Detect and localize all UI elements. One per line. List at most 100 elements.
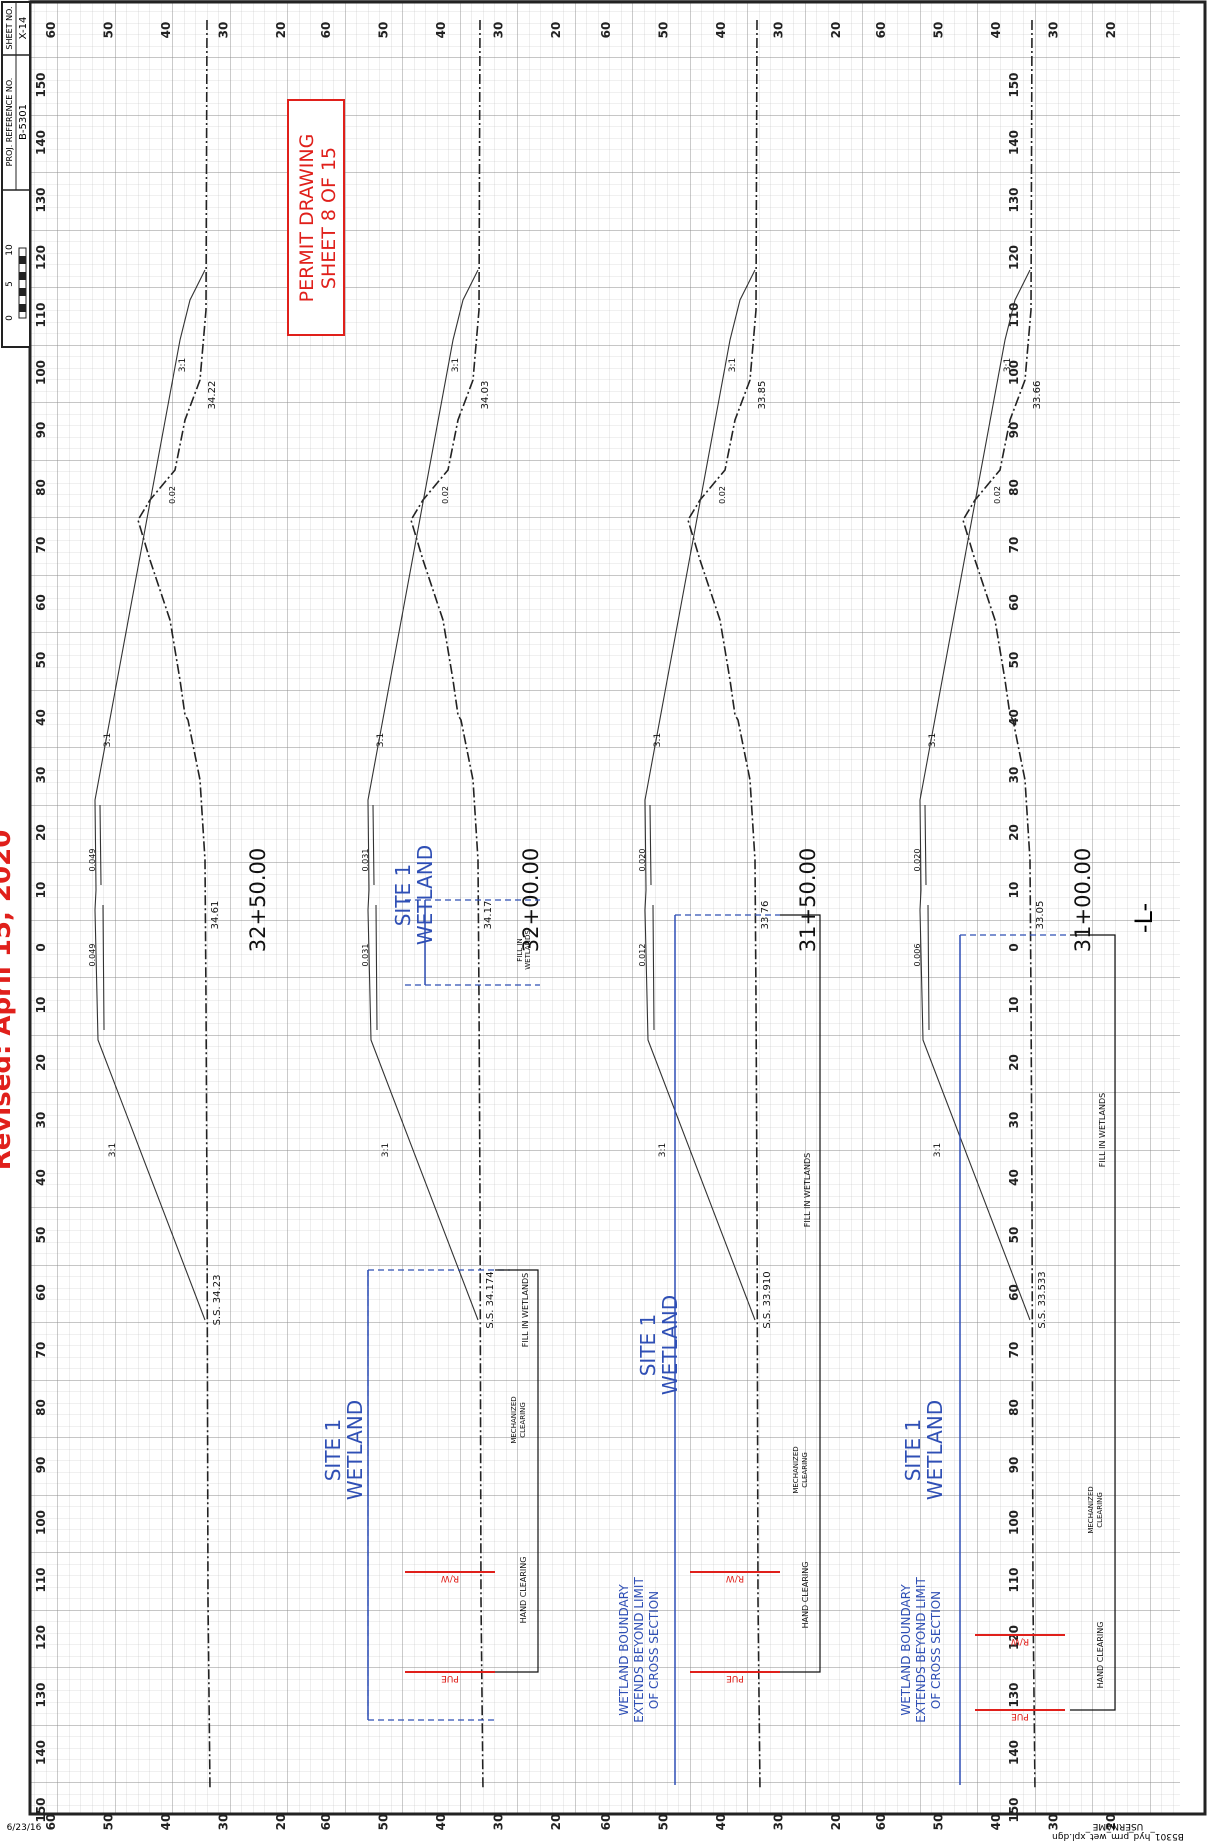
mechanized-label: MECHANIZED xyxy=(510,1396,518,1443)
station-label: 32+50.00 xyxy=(246,848,270,952)
offset-tick-top: 140 xyxy=(34,1740,48,1765)
fill-in-label: FILL IN xyxy=(516,938,524,961)
proj-ref: B-5301 xyxy=(18,104,29,140)
cross-slope-left: 0.012 xyxy=(638,944,647,967)
elev-tick-bottom: 30 xyxy=(217,1814,231,1831)
elev-tick-bottom: 30 xyxy=(1047,1814,1061,1831)
clearing-label: CLEARING xyxy=(801,1452,809,1488)
elev-tick-top: 40 xyxy=(989,22,1003,39)
offset-tick-bottom: 90 xyxy=(1007,422,1021,439)
offset-tick-top: 30 xyxy=(34,1112,48,1129)
slope-label: 3:1 xyxy=(178,358,188,372)
offset-tick-bottom: 110 xyxy=(1007,1567,1021,1592)
offset-tick-bottom: 120 xyxy=(1007,245,1021,270)
existing-ground-line xyxy=(137,19,211,1791)
cross-slope-right: 0.020 xyxy=(638,849,647,872)
offset-tick-bottom: 20 xyxy=(1007,1054,1021,1071)
scale-label-5: 5 xyxy=(5,281,15,287)
rw-label: R/W xyxy=(441,1573,459,1583)
offset-tick-top: 90 xyxy=(34,422,48,439)
offset-tick-bottom: 110 xyxy=(1007,302,1021,327)
offset-tick-top: 130 xyxy=(34,187,48,212)
side-slope-elevation: S.S. 34.174 xyxy=(485,1271,496,1328)
offset-tick-top: 60 xyxy=(34,1284,48,1301)
offset-tick-top: 140 xyxy=(34,130,48,155)
cross-slope-right: 0.031 xyxy=(361,849,370,872)
slope-label: 3:1 xyxy=(928,733,938,747)
elev-tick-top: 40 xyxy=(714,22,728,39)
slope-label: 3:1 xyxy=(728,358,738,372)
offset-tick-top: 40 xyxy=(34,1169,48,1186)
cross-slope-outer: 0.02 xyxy=(168,486,177,504)
rw-label: R/W xyxy=(726,1573,744,1583)
offset-tick-bottom: 120 xyxy=(1007,1625,1021,1650)
centerline-label: -L- xyxy=(1130,903,1158,933)
permit-box: PERMIT DRAWING SHEET 8 OF 15 xyxy=(287,99,345,336)
fill-in-wetlands-label: FILL IN WETLANDS xyxy=(521,1273,530,1348)
site-label-1-site: SITE 1 xyxy=(321,1419,345,1482)
offset-tick-bottom: 80 xyxy=(1007,1399,1021,1416)
offset-tick-top: 130 xyxy=(34,1682,48,1707)
site-label-4-wetland: WETLAND xyxy=(923,1400,947,1500)
slope-label: 3:1 xyxy=(933,1143,943,1157)
offset-tick-top: 0 xyxy=(34,943,48,951)
elev-tick-top: 50 xyxy=(377,22,391,39)
station-label: 31+50.00 xyxy=(796,848,820,952)
elev-tick-bottom: 30 xyxy=(492,1814,506,1831)
offset-tick-top: 120 xyxy=(34,1625,48,1650)
fill-in-wetlands-label: FILL IN WETLANDS xyxy=(803,1153,812,1228)
elev-tick-bottom: 40 xyxy=(434,1814,448,1831)
site-label-4-site: SITE 1 xyxy=(901,1419,925,1482)
offset-tick-bottom: 50 xyxy=(1007,1227,1021,1244)
offset-tick-top: 120 xyxy=(34,245,48,270)
elev-tick-bottom: 40 xyxy=(989,1814,1003,1831)
elev-tick-bottom: 60 xyxy=(44,1814,58,1831)
boundary-note: EXTENDS BEYOND LIMIT xyxy=(632,1577,646,1723)
existing-ground-line xyxy=(962,19,1036,1791)
offset-tick-top: 110 xyxy=(34,302,48,327)
hand-clearing-label: HAND CLEARING xyxy=(519,1557,528,1624)
offset-tick-bottom: 140 xyxy=(1007,1740,1021,1765)
offset-tick-top: 60 xyxy=(34,594,48,611)
cross-slope-left: 0.049 xyxy=(88,944,97,967)
boundary-note: EXTENDS BEYOND LIMIT xyxy=(914,1577,928,1723)
footer-filename: B5301_hyd_prm_wet_xpl.dgn xyxy=(1052,1831,1184,1841)
elev-tick-bottom: 60 xyxy=(319,1814,333,1831)
pue-label: PUE xyxy=(1011,1711,1029,1721)
elev-tick-top: 60 xyxy=(599,22,613,39)
boundary-note: OF CROSS SECTION xyxy=(929,1591,943,1709)
elev-tick-bottom: 50 xyxy=(932,1814,946,1831)
footer-user: USERNAME xyxy=(1092,1821,1143,1831)
elev-tick-bottom: 60 xyxy=(599,1814,613,1831)
offset-tick-top: 10 xyxy=(34,882,48,899)
offset-tick-bottom: 80 xyxy=(1007,479,1021,496)
right-elevation: 34.22 xyxy=(207,381,218,410)
elev-tick-bottom: 20 xyxy=(274,1814,288,1831)
centerline-elevation: 34.17 xyxy=(483,901,494,930)
elev-tick-bottom: 40 xyxy=(159,1814,173,1831)
shoulder-line xyxy=(372,804,378,1031)
elev-tick-top: 30 xyxy=(772,22,786,39)
offset-tick-top: 70 xyxy=(34,537,48,554)
right-elevation: 34.03 xyxy=(480,381,491,410)
centerline-elevation: 33.05 xyxy=(1035,901,1046,930)
centerline-elevation: 34.61 xyxy=(210,901,221,930)
elev-tick-bottom: 20 xyxy=(1104,1814,1118,1831)
proposed-section-line xyxy=(94,269,206,1321)
elev-tick-top: 30 xyxy=(1047,22,1061,39)
clearing-label: CLEARING xyxy=(1096,1492,1104,1528)
slope-label: 3:1 xyxy=(376,733,386,747)
grid-background xyxy=(30,0,1180,1815)
permit-line-1: PERMIT DRAWING xyxy=(296,134,318,303)
offset-tick-bottom: 130 xyxy=(1007,187,1021,212)
offset-tick-top: 80 xyxy=(34,479,48,496)
revised-stamp: Revised: April 15, 2020 xyxy=(0,830,17,1171)
clearing-dimension xyxy=(780,914,821,1673)
slope-label: 3:1 xyxy=(658,1143,668,1157)
clearing-label: CLEARING xyxy=(519,1402,527,1438)
offset-tick-top: 20 xyxy=(34,1054,48,1071)
pue-label: PUE xyxy=(726,1673,744,1683)
